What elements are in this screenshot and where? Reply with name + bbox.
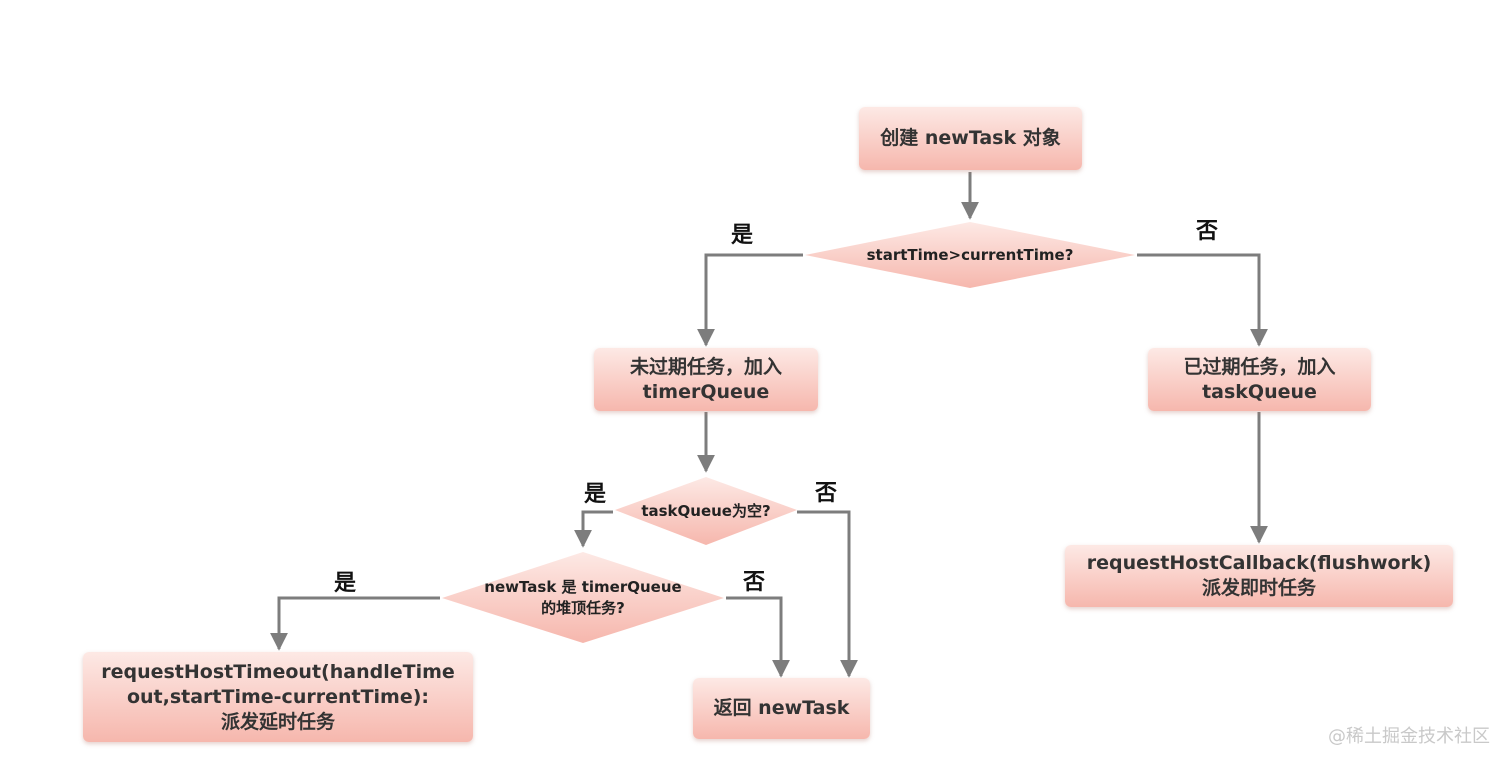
decision-diamond-queue-empty (615, 477, 797, 545)
label-yes-heap-top: 是 (334, 571, 357, 596)
arrow-empty-no (797, 510, 858, 678)
watermark-text: @稀土掘金技术社区 (1328, 726, 1490, 747)
text-line-1: 未过期任务，加入 (629, 355, 782, 378)
node-request-host-callback: requestHostCallback(flushwork) 派发即时任务 (1065, 545, 1453, 607)
decision-queue-empty-text: taskQueue为空? (615, 477, 797, 545)
arrow-check-no (1137, 253, 1268, 347)
text-line-1: 已过期任务，加入 (1183, 355, 1336, 378)
node-create-task: 创建 newTask 对象 (859, 107, 1082, 170)
text-line-2: 的堆顶任务? (541, 598, 625, 617)
text-line-2: 派发即时任务 (1201, 577, 1316, 599)
label-yes-start-time: 是 (731, 223, 754, 248)
label-no-queue-empty: 否 (815, 481, 838, 506)
decision-start-time-text: startTime>currentTime? (805, 222, 1135, 288)
text-line-2: out,startTime-currentTime): (126, 685, 430, 708)
text-line-2: taskQueue (1202, 380, 1317, 403)
label-no-start-time: 否 (1196, 219, 1219, 244)
text-line-1: requestHostTimeout(handleTime (101, 660, 455, 683)
label-yes-queue-empty: 是 (584, 482, 607, 507)
arrow-heap-yes (270, 596, 440, 651)
text-line-1: startTime>currentTime? (866, 245, 1074, 264)
arrow-heap-no (726, 596, 790, 678)
text-line-2: timerQueue (642, 380, 770, 403)
text-line-1: taskQueue为空? (641, 501, 771, 520)
arrow-check-yes (697, 253, 803, 347)
text-line-3: 派发延时任务 (220, 710, 335, 733)
text-line-1: 返回 newTask (713, 697, 850, 719)
label-no-heap-top: 否 (743, 570, 766, 595)
text-line-1: newTask 是 timerQueue (484, 577, 682, 596)
decision-heap-top-text: newTask 是 timerQueue 的堆顶任务? (442, 552, 724, 643)
decision-diamond-start-time (805, 222, 1135, 288)
node-return-task: 返回 newTask (693, 678, 870, 739)
text-line-1: requestHostCallback(flushwork) (1086, 552, 1432, 574)
decision-diamond-heap-top (442, 552, 724, 643)
text-line-1: 创建 newTask 对象 (880, 127, 1061, 149)
arrow-empty-yes (574, 510, 613, 548)
